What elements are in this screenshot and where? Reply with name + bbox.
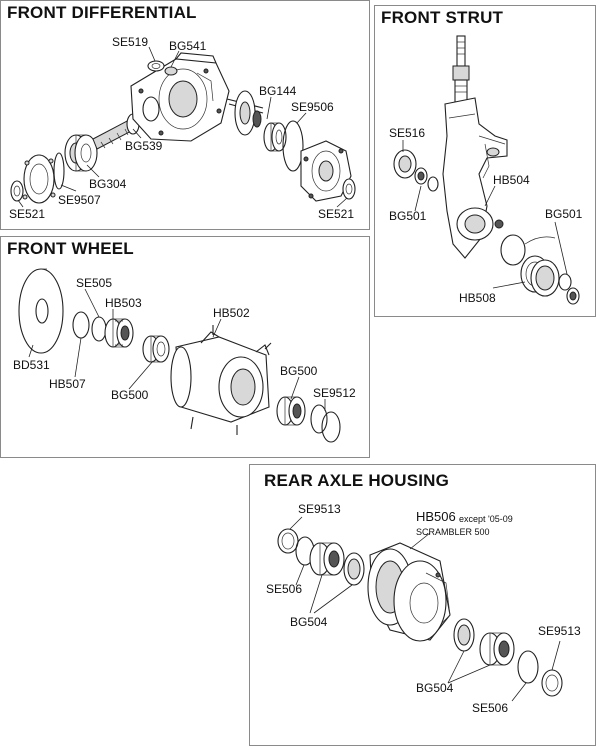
front-differential-drawing (10, 46, 356, 208)
label-se9513-top: SE9513 (298, 502, 341, 516)
label-hb506-note-1: except '05-09 (459, 514, 513, 524)
label-se9506: SE9506 (291, 100, 334, 114)
label-bg539: BG539 (125, 139, 163, 153)
hb508-housing (520, 255, 560, 297)
label-hb502: HB502 (213, 306, 250, 320)
label-bg541: BG541 (169, 39, 207, 53)
bg501-right-bearing (558, 273, 580, 305)
se516-seal (393, 149, 417, 179)
bg500-left-bearing (142, 335, 170, 363)
ring-gear (226, 90, 264, 136)
rear-axle-housing-title: REAR AXLE HOUSING (264, 471, 450, 490)
se9513-top-ring (277, 528, 299, 554)
bg500-right-bearing (276, 396, 306, 426)
label-se521-left: SE521 (9, 207, 46, 221)
se9512-seal (310, 404, 341, 443)
strut-shaft (452, 35, 470, 103)
bd531-brake-disc (18, 268, 64, 354)
label-se506-right: SE506 (472, 701, 509, 715)
label-se521-right: SE521 (318, 207, 355, 221)
rear-axle-housing-panel: REAR AXLE HOUSING (249, 464, 596, 746)
se521-left-seal (10, 180, 24, 202)
label-bg144: BG144 (259, 84, 297, 98)
hb507-ring (72, 311, 90, 339)
label-bg500-left: BG500 (111, 388, 149, 402)
label-hb506: HB506 (416, 509, 456, 524)
label-bg500-right: BG500 (280, 364, 318, 378)
se9507-oring (53, 152, 65, 190)
hb502-hub (170, 325, 272, 435)
se505-ring (91, 316, 107, 342)
se521-right-seal (342, 178, 356, 200)
strut-knuckle (442, 97, 508, 259)
right-cover (300, 140, 352, 202)
label-se505: SE505 (76, 276, 113, 290)
bg504-left-bearing (309, 542, 365, 586)
label-bg504-left: BG504 (290, 615, 328, 629)
label-se9513-right: SE9513 (538, 624, 581, 638)
front-wheel-title: FRONT WHEEL (7, 239, 134, 258)
label-se9512: SE9512 (313, 386, 356, 400)
label-bd531: BD531 (13, 358, 50, 372)
front-strut-title: FRONT STRUT (381, 8, 504, 27)
label-se519: SE519 (112, 35, 149, 49)
front-strut-drawing (393, 35, 580, 305)
front-strut-panel: FRONT STRUT (374, 5, 596, 317)
left-cover-flange (22, 154, 56, 204)
rear-axle-housing-drawing (277, 516, 563, 702)
label-hb506-note-2: SCRAMBLER 500 (416, 527, 490, 537)
se9513-right-ring (541, 669, 563, 697)
front-differential-title: FRONT DIFFERENTIAL (7, 3, 197, 22)
bg304-bearing (64, 134, 98, 172)
front-wheel-drawing (18, 268, 341, 443)
bg541-bearing (164, 66, 178, 76)
label-bg504-right: BG504 (416, 681, 454, 695)
se519-seal (147, 60, 165, 72)
se9506-oring (282, 120, 304, 172)
hb503-bearing (104, 318, 134, 348)
label-se516: SE516 (389, 126, 426, 140)
hb504-ring (500, 234, 526, 266)
label-bg501-left: BG501 (389, 209, 427, 223)
front-wheel-panel: FRONT WHEEL (0, 236, 370, 458)
bg504-right-bearing (453, 618, 515, 666)
differential-housing (130, 52, 230, 142)
label-hb508: HB508 (459, 291, 496, 305)
se506-right-seal (517, 650, 539, 684)
label-bg501-right: BG501 (545, 207, 583, 221)
front-differential-panel: FRONT DIFFERENTIAL (0, 0, 370, 230)
label-hb503: HB503 (105, 296, 142, 310)
label-se506-left: SE506 (266, 582, 303, 596)
label-hb507: HB507 (49, 377, 86, 391)
label-hb504: HB504 (493, 173, 530, 187)
label-se9507: SE9507 (58, 193, 101, 207)
bg501-left-bearing (414, 167, 439, 192)
hb506-housing (367, 542, 451, 642)
label-bg304: BG304 (89, 177, 127, 191)
